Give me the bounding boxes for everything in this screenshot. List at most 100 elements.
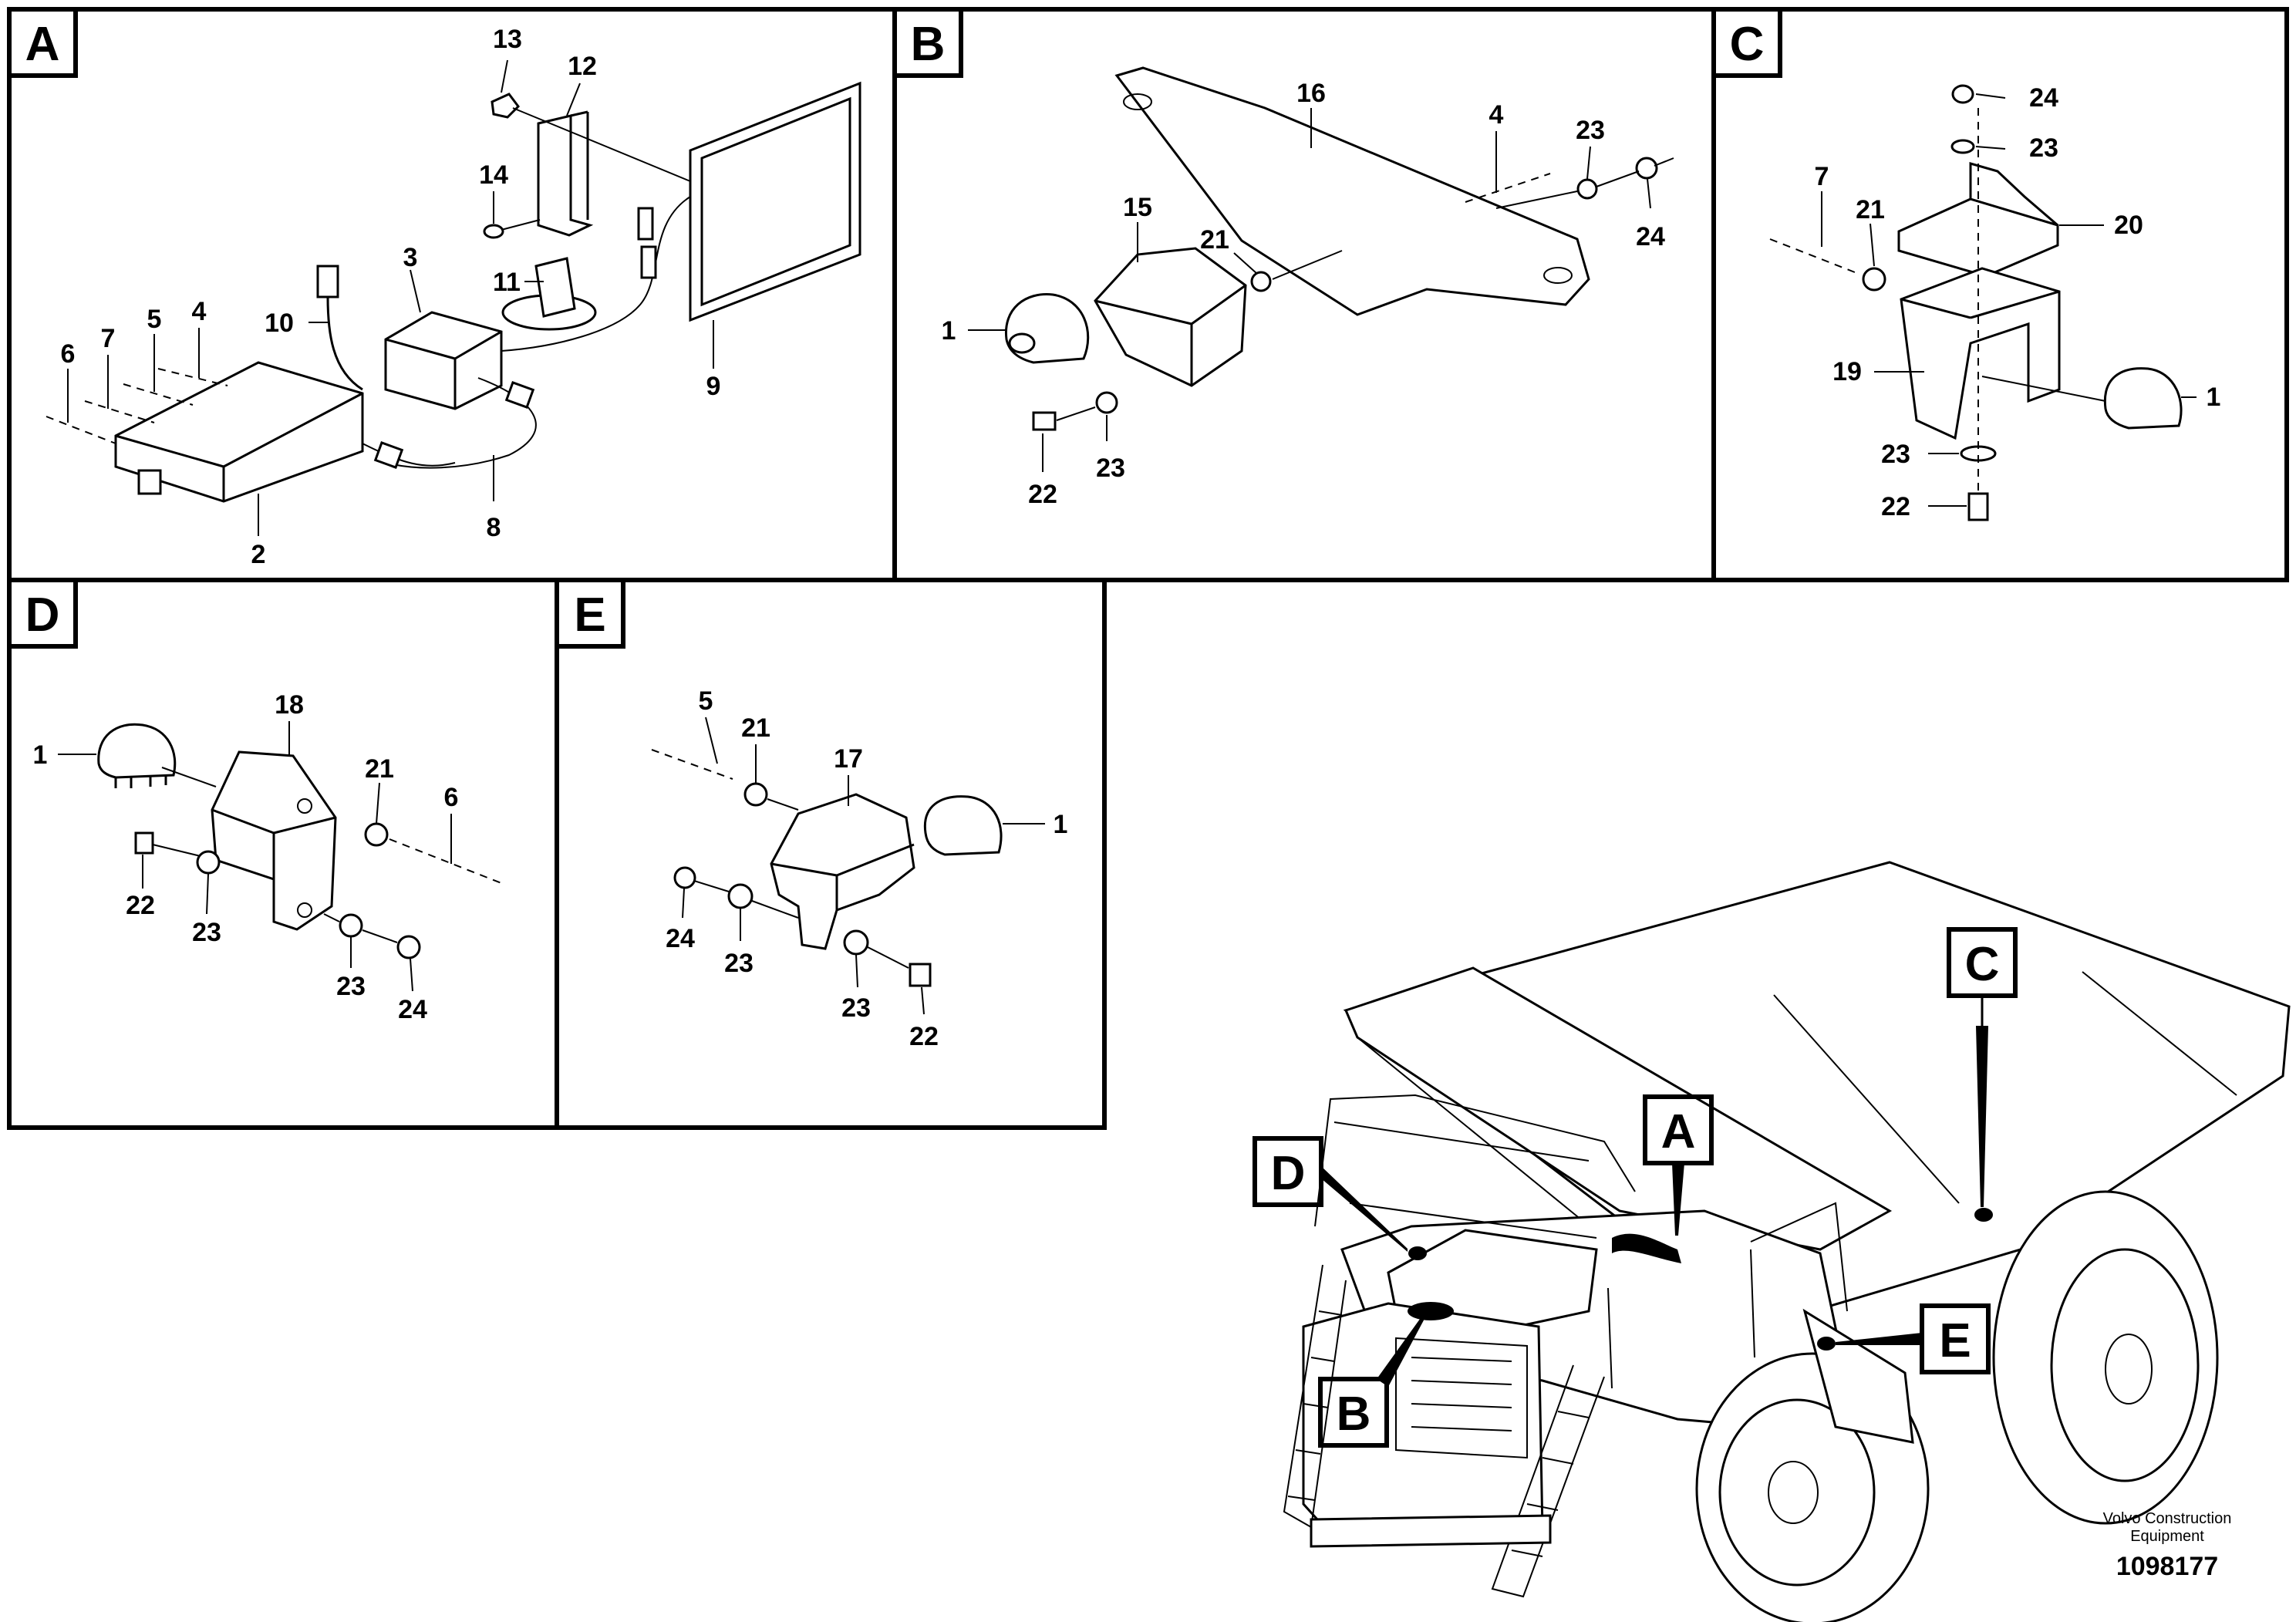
callout-e-23-lower: 23: [841, 993, 871, 1023]
callout-b-1: 1: [942, 316, 956, 346]
camera-housing: [1094, 247, 1247, 387]
callout-e-24: 24: [666, 924, 695, 953]
callout-a-5: 5: [147, 305, 162, 334]
callout-e-5: 5: [699, 686, 713, 716]
callout-a-9: 9: [706, 372, 721, 401]
marker-a-location: [1612, 1233, 1681, 1263]
callout-d-1: 1: [33, 740, 48, 770]
callout-b-22: 22: [1028, 480, 1057, 509]
svg-text:A: A: [1661, 1105, 1696, 1158]
bracket: [537, 114, 594, 237]
svg-text:A: A: [25, 18, 60, 71]
callout-a-10: 10: [265, 309, 294, 338]
panel-b-tab: B: [892, 7, 963, 78]
overview-marker-e: E: [1836, 1303, 1991, 1374]
marker-e-location: [1817, 1337, 1836, 1351]
drawing-number: 1098177: [2116, 1552, 2218, 1581]
main-unit: [114, 361, 364, 503]
callout-e-22: 22: [909, 1022, 939, 1051]
panel-b-drawing: 16 4 23 24 15 21 1 22 23: [942, 66, 1674, 509]
callout-a-8: 8: [487, 513, 501, 542]
callout-d-21: 21: [365, 754, 394, 784]
callout-e-21: 21: [741, 713, 770, 743]
callout-c-1: 1: [2207, 383, 2221, 412]
mounting-plate: [1114, 66, 1590, 316]
callout-a-14: 14: [479, 160, 508, 190]
svg-text:C: C: [1730, 18, 1765, 71]
panel-e-drawing: 5 21 17 1 24 23 23 22: [651, 686, 1068, 1051]
svg-text:B: B: [1337, 1388, 1371, 1441]
callout-c-7: 7: [1815, 162, 1829, 191]
panel-e-tab: E: [555, 578, 625, 649]
callout-c-23: 23: [2029, 133, 2058, 163]
drawing-footer: Volvo Construction Equipment 1098177: [2103, 1510, 2232, 1581]
camera: [97, 723, 177, 779]
svg-text:E: E: [574, 588, 605, 642]
panel-d-tab: D: [7, 578, 78, 649]
bolt: [1032, 411, 1057, 431]
callout-b-24: 24: [1636, 222, 1665, 251]
svg-text:D: D: [25, 588, 60, 642]
callout-a-11: 11: [493, 268, 521, 297]
callout-c-21: 21: [1856, 195, 1885, 224]
panel-c-frame: [1711, 7, 2289, 582]
bolt: [909, 963, 932, 987]
dump-truck-overview: [1283, 861, 2291, 1622]
panel-a-tab: A: [7, 7, 78, 78]
callout-d-18: 18: [275, 690, 304, 720]
overview-marker-a: A: [1643, 1094, 1714, 1236]
callout-c-23-lower: 23: [1881, 440, 1910, 469]
marker-b-location: [1408, 1302, 1454, 1320]
callout-a-6: 6: [61, 339, 76, 369]
footer-company: Volvo Construction: [2103, 1510, 2232, 1527]
overview-marker-b: B: [1318, 1316, 1425, 1448]
callout-a-2: 2: [251, 540, 266, 569]
callout-c-20: 20: [2114, 211, 2143, 240]
callout-a-12: 12: [568, 52, 597, 81]
panel-e-frame: [555, 578, 1107, 1130]
marker-d-location: [1408, 1246, 1427, 1260]
callout-c-24: 24: [2029, 83, 2058, 113]
camera: [2103, 367, 2183, 430]
connector: [316, 265, 339, 298]
callout-c-22: 22: [1881, 492, 1910, 521]
panel-a-drawing: 13 12 14 3 11 10 4 5 7 6 9 2 8: [46, 25, 861, 569]
callout-a-3: 3: [403, 243, 418, 272]
svg-text:D: D: [1271, 1147, 1306, 1200]
callout-a-7: 7: [101, 324, 116, 353]
panel-d-drawing: 18 1 21 6 22 23 23 24: [33, 690, 502, 1024]
camera-control-box: [384, 311, 503, 410]
callout-a-13: 13: [493, 25, 522, 54]
callout-b-4: 4: [1489, 100, 1504, 130]
panel-c-tab: C: [1711, 7, 1782, 78]
camera: [1004, 293, 1090, 364]
knob: [491, 93, 520, 119]
callout-b-23-lower: 23: [1096, 454, 1125, 483]
callout-d-22: 22: [126, 891, 155, 920]
callout-b-16: 16: [1296, 79, 1326, 108]
callout-e-1: 1: [1054, 810, 1068, 839]
callout-b-23: 23: [1576, 116, 1605, 145]
callout-b-15: 15: [1123, 193, 1152, 222]
overview-marker-d: D: [1253, 1136, 1408, 1252]
svg-text:E: E: [1939, 1314, 1971, 1367]
callout-b-21: 21: [1200, 225, 1229, 255]
callout-d-23-lower: 23: [336, 972, 366, 1001]
nut: [1951, 84, 1974, 104]
callout-c-19: 19: [1832, 357, 1862, 386]
callout-a-4: 4: [192, 297, 207, 326]
overview-marker-c: C: [1947, 927, 2018, 1207]
lower-bracket: [1900, 267, 2061, 440]
rear-wheel: [1992, 1190, 2219, 1525]
callout-d-6: 6: [444, 783, 459, 812]
callout-d-24: 24: [398, 995, 427, 1024]
bolt: [1967, 492, 1989, 521]
footer-company-line2: Equipment: [2130, 1528, 2204, 1545]
svg-text:B: B: [911, 18, 946, 71]
svg-text:C: C: [1965, 938, 2000, 991]
screw: [483, 224, 504, 239]
callout-e-17: 17: [834, 744, 863, 774]
panel-c-drawing: 24 23 7 21 20 19 1 23 22: [1769, 83, 2221, 521]
panel-frames: [7, 7, 2289, 1130]
